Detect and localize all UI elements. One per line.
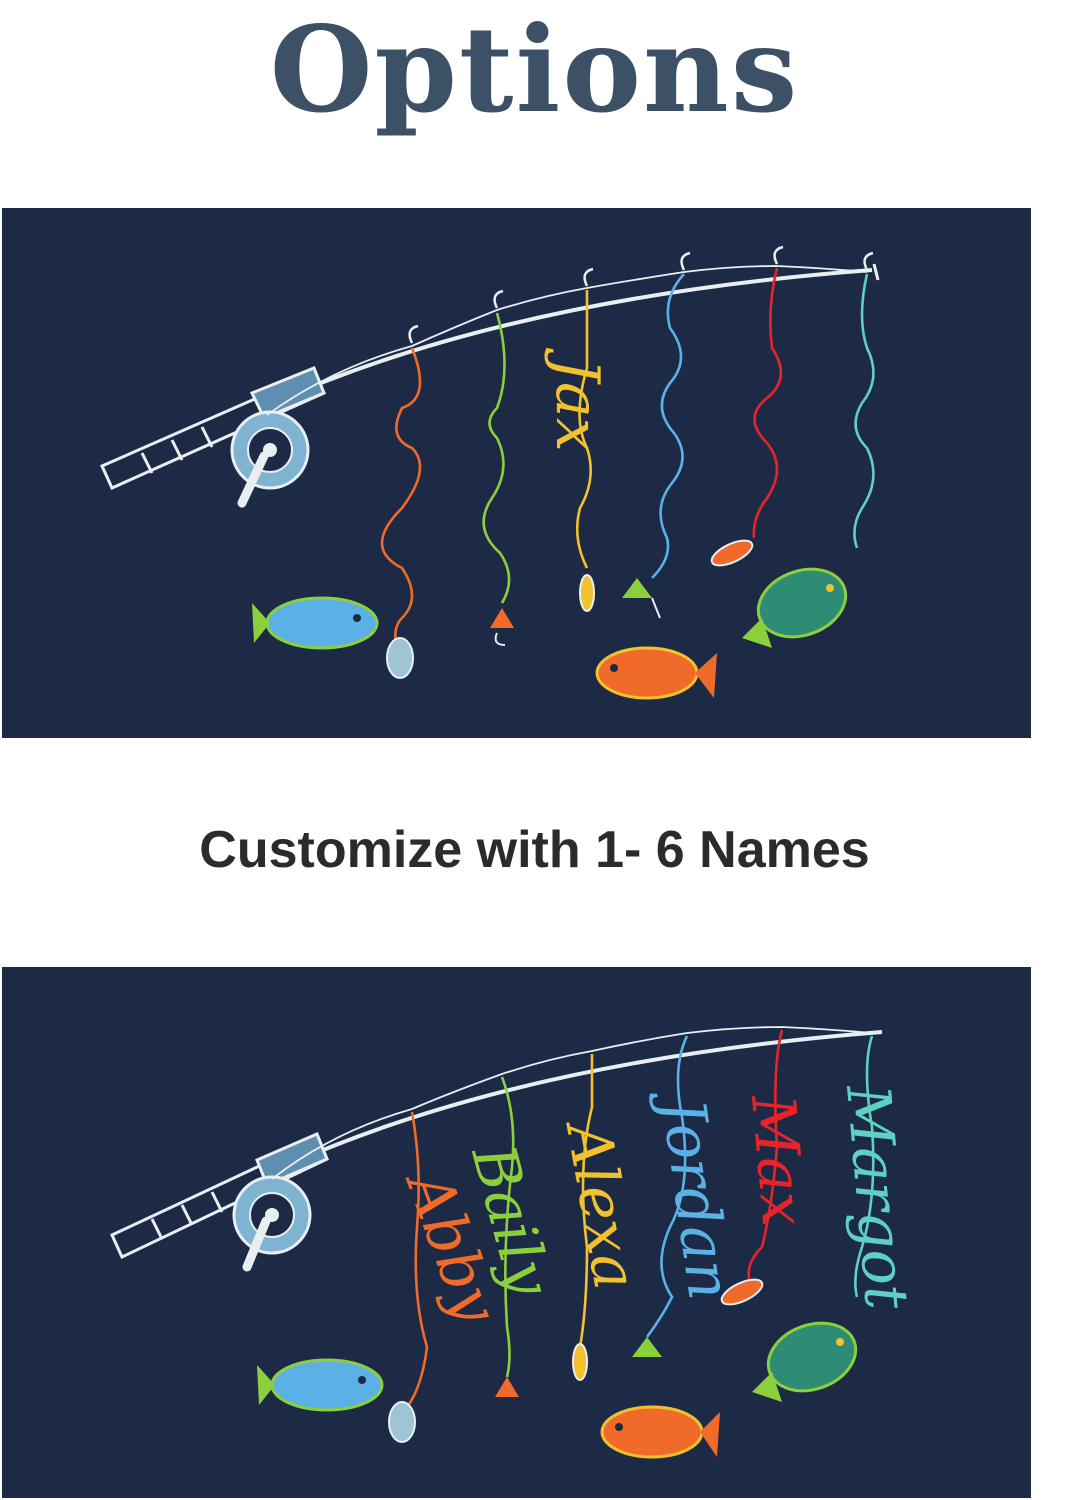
lure-icon	[720, 1278, 764, 1306]
lure-icon	[495, 1377, 519, 1397]
lure-icon	[710, 539, 754, 567]
reel-icon	[230, 410, 310, 508]
fishing-rod-icon	[100, 263, 880, 490]
name-label: Alexa	[551, 1113, 650, 1295]
lure-icon	[386, 637, 414, 679]
page-title: Options	[269, 0, 800, 139]
bobber-icon	[579, 574, 595, 612]
fish-icon	[600, 1405, 720, 1459]
name-label: Jax	[542, 347, 612, 452]
fish-icon	[595, 646, 717, 700]
fish-icon	[742, 567, 848, 648]
preview-panel-six-names: Abby Baily Alexa Jordan Max Margot	[2, 967, 1031, 1498]
reel-icon	[232, 1175, 312, 1272]
fish-icon	[257, 1358, 384, 1412]
name-label: Jordan	[646, 1083, 745, 1303]
fish-icon	[252, 596, 379, 650]
lure-icon	[388, 1401, 416, 1443]
bobber-icon	[572, 1343, 588, 1381]
lure-icon	[490, 608, 514, 646]
lure-icon	[632, 1337, 662, 1357]
fish-icon	[752, 1321, 858, 1402]
name-label: Max	[737, 1091, 818, 1229]
preview-panel-one-name: Jax	[2, 208, 1031, 738]
options-caption: Customize with 1- 6 Names	[199, 821, 870, 879]
lure-icon	[622, 578, 661, 619]
name-label: Margot	[832, 1081, 921, 1313]
fishing-rod-icon	[110, 1030, 883, 1260]
